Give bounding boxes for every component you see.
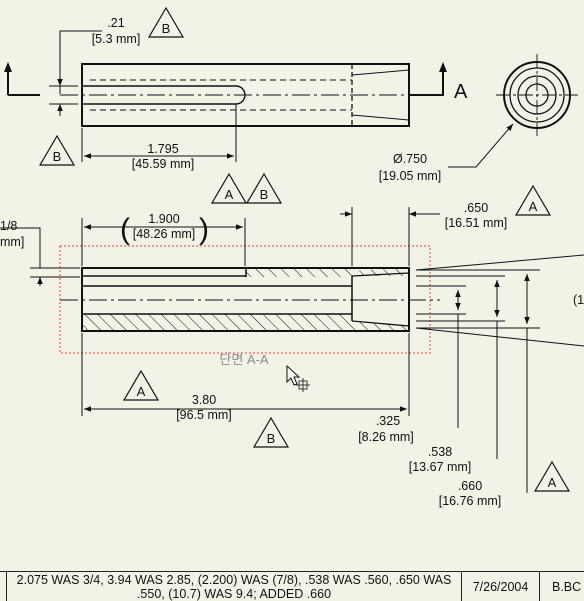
- dim-bore-1-mm: [8.26 mm]: [358, 430, 414, 444]
- dim-diameter: Ø.750: [393, 152, 427, 166]
- top-view[interactable]: A .21 [5.3 mm] 1.795 [45.59 mm]: [4, 16, 468, 171]
- dim-bore-2-mm: [13.67 mm]: [409, 460, 472, 474]
- dim-bore-1: .325: [376, 414, 400, 428]
- taper-lower-line: [351, 114, 410, 121]
- datum-flag-b-top: B: [147, 6, 185, 38]
- taper-bottom-line: [351, 320, 410, 327]
- dim-bore-3-mm: [16.76 mm]: [439, 494, 502, 508]
- dim-ref-length-mm: [48.26 mm]: [133, 227, 196, 241]
- lower-wall-hatch: [82, 314, 409, 331]
- dim-overall: 3.80: [192, 393, 216, 407]
- cutting-plane-left: [7, 64, 40, 96]
- dim-slot-length-mm: [45.59 mm]: [132, 157, 195, 171]
- dim-slot-width: .21: [107, 16, 124, 30]
- svg-text:A: A: [529, 199, 538, 214]
- taper-angle-leader-top: [415, 254, 584, 271]
- ref-paren-open: (: [120, 213, 130, 246]
- taper-angle-leader-bottom: [415, 327, 584, 347]
- section-view-label: 단면 A-A: [219, 352, 269, 367]
- end-view[interactable]: Ø.750 [19.05 mm]: [379, 54, 578, 183]
- dim-partial-right: (1: [573, 293, 584, 307]
- dim-slot-width-mm: [5.3 mm]: [92, 32, 141, 46]
- svg-text:A: A: [548, 475, 557, 490]
- datum-flag-a-mid: A: [210, 172, 248, 204]
- partial-dim-leader: [0, 227, 41, 268]
- section-view[interactable]: 1/8 mm] ( ) 1.900 [48.26 mm] .650 [16.51…: [0, 201, 584, 508]
- dim-slot-length: 1.795: [147, 142, 178, 156]
- dim-bore-2: .538: [428, 445, 452, 459]
- datum-flag-b-bottom: B: [252, 416, 290, 448]
- dim-partial-left: 1/8: [0, 219, 17, 233]
- svg-text:B: B: [53, 149, 62, 164]
- svg-text:A: A: [137, 384, 146, 399]
- dim-taper-length-mm: [16.51 mm]: [445, 216, 508, 230]
- svg-text:B: B: [162, 21, 171, 36]
- drawing-sheet: A .21 [5.3 mm] 1.795 [45.59 mm] Ø.750 [1…: [0, 6, 584, 508]
- dim-ref-length: 1.900: [148, 212, 179, 226]
- cutting-plane-left-arrow: [4, 62, 12, 72]
- dim-bore-3: .660: [458, 479, 482, 493]
- datum-flag-b-mid: B: [245, 172, 283, 204]
- revision-description: 2.075 WAS 3/4, 3.94 WAS 2.85, (2.200) WA…: [6, 572, 461, 601]
- section-marker-label: A: [454, 81, 468, 103]
- ref-paren-close: ): [199, 213, 209, 246]
- datum-flag-b-left: B: [38, 134, 76, 166]
- slot-width-leader: [59, 30, 102, 94]
- taper-upper-line: [351, 69, 410, 76]
- dim-taper-length: .650: [464, 201, 488, 215]
- mouse-cursor-icon: [286, 364, 310, 392]
- datum-flag-a-right-top: A: [514, 184, 552, 216]
- revision-block: 2.075 WAS 3/4, 3.94 WAS 2.85, (2.200) WA…: [0, 571, 584, 601]
- diameter-leader: [448, 123, 514, 168]
- dim-overall-mm: [96.5 mm]: [176, 408, 232, 422]
- cutting-plane-right-arrow: [439, 62, 447, 72]
- revision-by: B.BC: [539, 572, 584, 601]
- datum-flag-a-bottom-left: A: [122, 369, 160, 401]
- dim-diameter-mm: [19.05 mm]: [379, 169, 442, 183]
- svg-text:B: B: [267, 431, 276, 446]
- datum-flag-a-bottom-right: A: [533, 460, 571, 492]
- cutting-plane-right: [410, 64, 444, 96]
- datum-flags: B B A B A A B A: [38, 6, 571, 492]
- taper-top-line: [351, 272, 410, 277]
- svg-text:A: A: [225, 187, 234, 202]
- dim-partial-left-mm: mm]: [0, 235, 24, 249]
- svg-text:B: B: [260, 187, 269, 202]
- revision-date: 7/26/2004: [461, 572, 539, 601]
